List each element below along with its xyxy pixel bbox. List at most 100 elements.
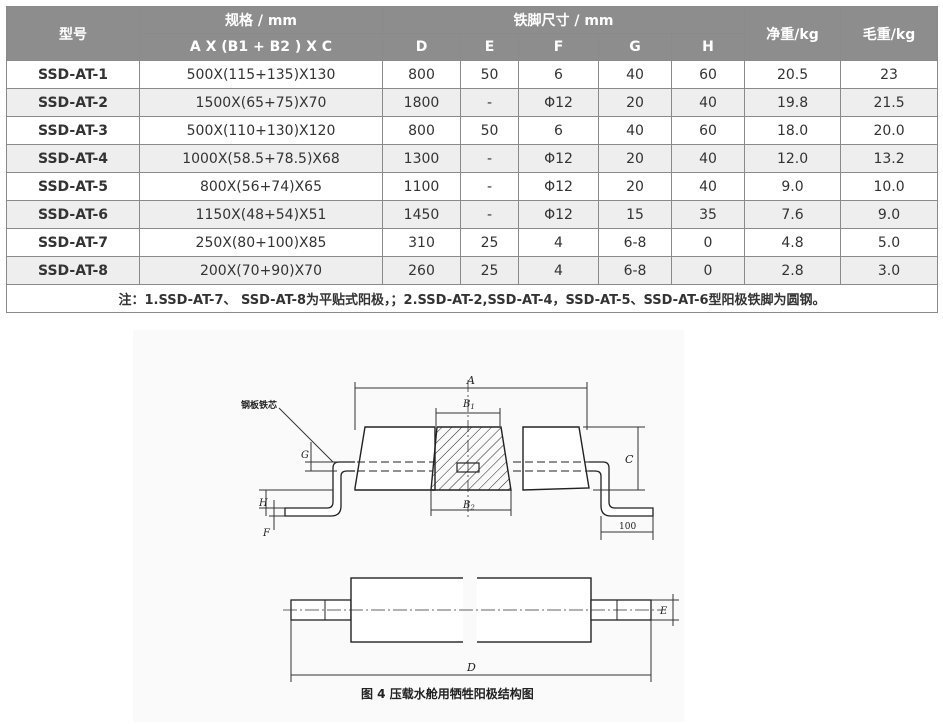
header-col-g: G xyxy=(598,33,672,61)
cell-e: - xyxy=(460,88,519,117)
cell-f: 6 xyxy=(518,60,599,89)
cell-gross: 10.0 xyxy=(840,172,939,201)
cell-spec: 800X(56+74)X65 xyxy=(139,172,383,201)
cell-spec: 500X(115+135)X130 xyxy=(139,60,383,89)
label-dim-100: 100 xyxy=(619,522,636,532)
cell-h: 60 xyxy=(670,116,746,145)
label-dim-b1: B1 xyxy=(462,399,475,411)
table-row: SSD-AT-2 1500X(65+75)X70 1800 - Φ12 20 4… xyxy=(6,88,939,117)
cell-g: 20 xyxy=(598,172,672,201)
cell-e: 50 xyxy=(460,60,519,89)
right-steel-leg xyxy=(589,461,654,517)
cell-net: 7.6 xyxy=(744,200,842,229)
cell-gross: 9.0 xyxy=(840,200,939,229)
dimension-e xyxy=(651,594,679,626)
cell-spec: 250X(80+100)X85 xyxy=(139,228,383,257)
cell-model: SSD-AT-4 xyxy=(6,144,140,173)
header-col-d: D xyxy=(382,33,461,61)
label-dim-g: G xyxy=(301,450,309,461)
dimension-d xyxy=(290,620,652,682)
cell-spec: 1150X(48+54)X51 xyxy=(139,200,383,229)
left-steel-leg xyxy=(284,461,355,517)
dimension-h xyxy=(259,489,333,516)
cell-gross: 21.5 xyxy=(840,88,939,117)
header-col-e: E xyxy=(460,33,519,61)
table-row: SSD-AT-8 200X(70+90)X70 260 25 4 6-8 0 2… xyxy=(6,256,939,285)
table-row: SSD-AT-5 800X(56+74)X65 1100 - Φ12 20 40… xyxy=(6,172,939,201)
header-net-weight: 净重/kg xyxy=(744,6,842,61)
table-row: SSD-AT-3 500X(110+130)X120 800 50 6 40 6… xyxy=(6,116,939,145)
label-dim-d: D xyxy=(466,661,476,674)
center-anode-section xyxy=(430,426,512,491)
cell-gross: 3.0 xyxy=(840,256,939,285)
dimension-100 xyxy=(600,516,654,540)
table-row: SSD-AT-6 1150X(48+54)X51 1450 - Φ12 15 3… xyxy=(6,200,939,229)
header-col-h: H xyxy=(670,33,746,61)
cell-h: 40 xyxy=(670,88,746,117)
cell-spec: 200X(70+90)X70 xyxy=(139,256,383,285)
cell-h: 0 xyxy=(670,256,746,285)
cell-net: 2.8 xyxy=(744,256,842,285)
cell-net: 9.0 xyxy=(744,172,842,201)
cell-g: 20 xyxy=(598,88,672,117)
left-anode-block xyxy=(354,426,436,491)
cell-model: SSD-AT-8 xyxy=(6,256,140,285)
cell-f: Φ12 xyxy=(518,88,599,117)
cell-gross: 5.0 xyxy=(840,228,939,257)
label-dim-a: A xyxy=(466,374,475,387)
header-foot: 铁脚尺寸 / mm xyxy=(381,6,746,34)
cell-net: 19.8 xyxy=(744,88,842,117)
cell-gross: 20.0 xyxy=(840,116,939,145)
table-row: SSD-AT-1 500X(115+135)X130 800 50 6 40 6… xyxy=(6,60,939,89)
cell-net: 12.0 xyxy=(744,144,842,173)
dimension-c xyxy=(583,426,645,491)
cell-h: 40 xyxy=(670,144,746,173)
header-spec-sub: A X (B1 + B2 ) X C xyxy=(139,33,383,61)
cell-f: 4 xyxy=(518,228,599,257)
table-row: SSD-AT-4 1000X(58.5+78.5)X68 1300 - Φ12 … xyxy=(6,144,939,173)
cell-spec: 1000X(58.5+78.5)X68 xyxy=(139,144,383,173)
cell-d: 260 xyxy=(382,256,461,285)
cell-net: 18.0 xyxy=(744,116,842,145)
cell-h: 60 xyxy=(670,60,746,89)
dimension-b2 xyxy=(430,490,512,516)
dimension-a xyxy=(354,382,588,430)
cell-e: - xyxy=(460,172,519,201)
cell-h: 35 xyxy=(670,200,746,229)
cell-net: 4.8 xyxy=(744,228,842,257)
cell-e: - xyxy=(460,144,519,173)
cell-g: 40 xyxy=(598,60,672,89)
cell-model: SSD-AT-3 xyxy=(6,116,140,145)
cell-d: 1450 xyxy=(382,200,461,229)
cell-model: SSD-AT-7 xyxy=(6,228,140,257)
cell-d: 800 xyxy=(382,60,461,89)
cell-model: SSD-AT-5 xyxy=(6,172,140,201)
figure-background xyxy=(133,330,684,722)
header-col-f: F xyxy=(518,33,599,61)
cell-f: Φ12 xyxy=(518,144,599,173)
cell-h: 40 xyxy=(670,172,746,201)
cell-f: Φ12 xyxy=(518,200,599,229)
spec-table: 型号 规格 / mm 铁脚尺寸 / mm 净重/kg 毛重/kg A X (B1… xyxy=(5,6,939,313)
cell-g: 15 xyxy=(598,200,672,229)
label-dim-h: H xyxy=(258,498,268,509)
cell-f: 4 xyxy=(518,256,599,285)
cell-d: 1300 xyxy=(382,144,461,173)
dimension-f xyxy=(269,500,285,530)
label-dim-b2: B2 xyxy=(462,500,475,512)
cell-e: 25 xyxy=(460,256,519,285)
cell-spec: 1500X(65+75)X70 xyxy=(139,88,383,117)
header-model: 型号 xyxy=(6,6,140,61)
cell-g: 40 xyxy=(598,116,672,145)
table-row: SSD-AT-7 250X(80+100)X85 310 25 4 6-8 0 … xyxy=(6,228,939,257)
bottom-core-lines xyxy=(324,600,618,620)
cell-e: - xyxy=(460,200,519,229)
cell-model: SSD-AT-6 xyxy=(6,200,140,229)
dimension-g xyxy=(305,442,337,472)
cell-model: SSD-AT-2 xyxy=(6,88,140,117)
cell-d: 1800 xyxy=(382,88,461,117)
label-dim-f: F xyxy=(262,528,271,539)
header-gross-weight: 毛重/kg xyxy=(840,6,939,61)
cell-f: 6 xyxy=(518,116,599,145)
note-row: 注：1.SSD-AT-7、 SSD-AT-8为平贴式阳极，；2.SSD-AT-2… xyxy=(5,284,939,313)
